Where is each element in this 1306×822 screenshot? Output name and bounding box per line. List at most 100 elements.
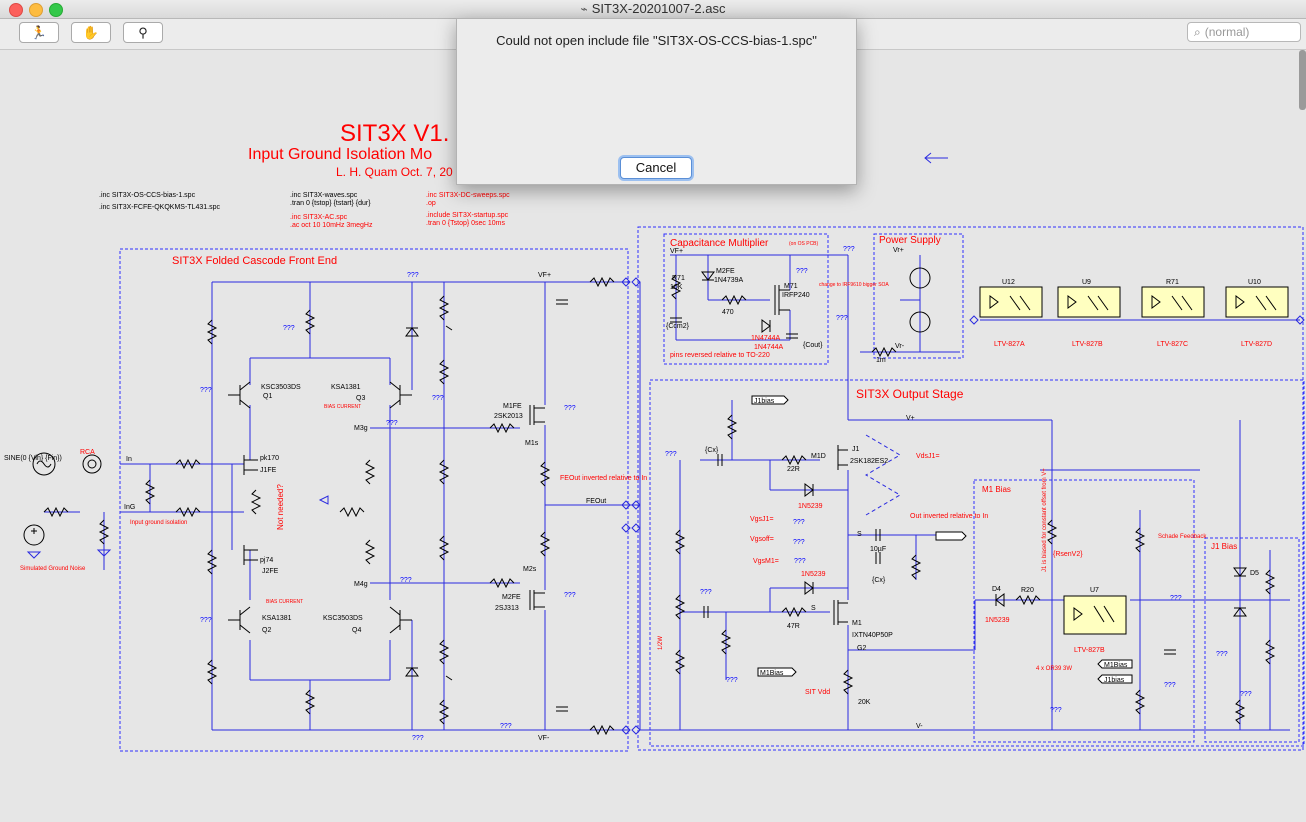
resistor-r25[interactable] — [1234, 699, 1246, 725]
resistor-r35b[interactable] — [438, 295, 450, 321]
jfet-j1fe[interactable] — [243, 455, 258, 475]
capacitor-c5[interactable] — [875, 529, 881, 541]
resistor-r12[interactable] — [726, 414, 738, 440]
resistor-r72[interactable] — [721, 294, 747, 306]
schematic-drawing[interactable]: SIT3X V1. Input Ground Isolation Mo L. H… — [0, 50, 1306, 822]
search-icon: ⌕ — [1194, 25, 1201, 39]
resistor-r37b[interactable] — [438, 535, 450, 561]
transistor-q4[interactable] — [389, 606, 412, 634]
minimize-window-button[interactable] — [29, 3, 43, 17]
resistor-r22[interactable] — [842, 669, 854, 695]
capacitor-c3[interactable] — [717, 454, 723, 466]
net-m1d: G2 — [857, 645, 866, 652]
optocoupler-u10[interactable] — [1225, 286, 1289, 318]
resistor-r26[interactable] — [1134, 689, 1146, 715]
resistor-r24[interactable] — [1264, 639, 1276, 665]
probe-button[interactable]: ⚲ — [123, 22, 163, 43]
shunt-tl431-top[interactable] — [405, 327, 419, 337]
resistor-r37a[interactable] — [438, 459, 450, 485]
optocoupler-u9[interactable] — [1057, 286, 1121, 318]
schematic-title: SIT3X V1. — [340, 120, 449, 147]
resistor-r23[interactable] — [1264, 569, 1276, 595]
zener-d1[interactable] — [804, 483, 814, 497]
optocoupler-u12[interactable] — [1141, 286, 1205, 318]
transistor-q3[interactable] — [389, 381, 412, 409]
halt-hand-icon: ✋ — [82, 25, 100, 40]
source-label: SINE(0 {Vin} {Fin}) — [4, 455, 62, 462]
capacitor-cfepwr-top[interactable] — [556, 299, 568, 305]
halt-button[interactable]: ✋ — [71, 22, 111, 43]
resistor-r11b[interactable] — [674, 529, 686, 555]
resistor-1m[interactable] — [871, 346, 897, 358]
potentiometer-p3fe[interactable] — [445, 325, 453, 331]
capacitor-c6[interactable] — [875, 552, 881, 564]
zener-d2[interactable] — [804, 581, 814, 595]
signal-source-sine[interactable] — [32, 452, 56, 476]
close-window-button[interactable] — [9, 3, 23, 17]
mosfet-m1[interactable] — [833, 600, 848, 625]
resistor-r11[interactable] — [674, 649, 686, 675]
transistor-q2[interactable] — [228, 606, 251, 634]
potentiometer-pjs[interactable] — [250, 489, 262, 515]
resistor-r4[interactable] — [175, 506, 201, 518]
zoom-window-button[interactable] — [49, 3, 63, 17]
resistor-r31[interactable] — [304, 309, 316, 335]
resistor-r6[interactable] — [206, 659, 218, 685]
optocoupler-u7[interactable] — [1063, 595, 1127, 635]
resistor-0r01[interactable] — [43, 506, 69, 518]
jfet-j1[interactable] — [837, 445, 848, 470]
resistor-r36[interactable] — [438, 699, 450, 725]
resistor-r12[interactable] — [489, 422, 515, 434]
vertical-scrollbar[interactable] — [1299, 50, 1306, 110]
power-supply-sources[interactable] — [909, 267, 931, 333]
resistor-r32[interactable] — [304, 689, 316, 715]
potentiometer-p4fe[interactable] — [445, 675, 453, 681]
shunt-tl431-bottom[interactable] — [405, 667, 419, 677]
mosfet-m1fe[interactable] — [529, 405, 545, 425]
diode-d72[interactable] — [701, 271, 715, 281]
resistor-rload[interactable] — [910, 554, 922, 580]
resistor-r10[interactable] — [539, 461, 551, 487]
resistor-r36b[interactable] — [438, 639, 450, 665]
resistor-r2[interactable] — [144, 479, 156, 505]
cancel-button[interactable]: Cancel — [620, 157, 692, 179]
resistor-r8[interactable] — [364, 459, 376, 485]
resistor-rfepwr-bottom[interactable] — [589, 724, 615, 736]
optocoupler-u11[interactable] — [979, 286, 1043, 318]
resistor-r71[interactable] — [670, 274, 682, 300]
zener-d71[interactable] — [761, 319, 771, 333]
run-button[interactable]: 🏃 — [19, 22, 59, 43]
shunt-tl431-j1bias[interactable] — [1233, 607, 1247, 617]
resistor-r1[interactable] — [175, 458, 201, 470]
jfet-j2fe[interactable] — [243, 545, 258, 565]
resistor-rfepwr-top[interactable] — [589, 276, 615, 288]
resistor-r7[interactable] — [206, 549, 218, 575]
capacitor-c72[interactable] — [786, 333, 798, 339]
resistor-r17[interactable] — [781, 454, 807, 466]
resistor-r11fe[interactable] — [539, 531, 551, 557]
transistor-q1[interactable] — [228, 381, 251, 409]
potentiometer-p6[interactable] — [674, 594, 686, 620]
noise-source[interactable] — [23, 524, 45, 546]
resistor-r18[interactable] — [781, 606, 807, 618]
resistor-1k[interactable] — [1134, 527, 1146, 553]
capacitor-c71[interactable] — [670, 317, 682, 323]
resistor-r35[interactable] — [438, 359, 450, 385]
r18-value: 47R — [787, 623, 800, 630]
resistor-r16[interactable] — [1046, 519, 1058, 545]
diode-d4[interactable] — [995, 593, 1005, 607]
resistor-r3[interactable] — [339, 506, 365, 518]
mosfet-m2fe[interactable] — [529, 590, 545, 610]
mosfet-m71[interactable] — [774, 285, 790, 315]
resistor-r9[interactable] — [364, 539, 376, 565]
resistor-r20[interactable] — [1015, 594, 1041, 606]
capacitor-c7[interactable] — [1164, 649, 1176, 655]
resistor-r13[interactable] — [720, 629, 732, 655]
search-field[interactable]: ⌕(normal) — [1187, 22, 1301, 42]
diode-d5[interactable] — [1233, 567, 1247, 577]
resistor-r5[interactable] — [206, 319, 218, 345]
resistor-rging[interactable] — [98, 519, 110, 545]
capacitor-c4[interactable] — [703, 606, 709, 618]
resistor-r13[interactable] — [489, 577, 515, 589]
capacitor-cfepwr-bottom[interactable] — [556, 706, 568, 712]
